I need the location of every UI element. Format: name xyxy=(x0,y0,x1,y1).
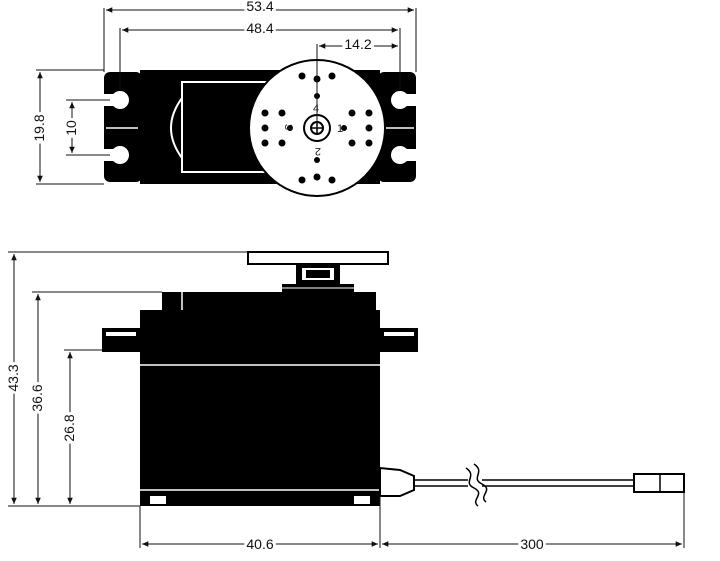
servo-cable xyxy=(379,463,685,507)
dim-label-backing xyxy=(31,112,47,144)
servo-connector xyxy=(633,473,685,493)
dim-label-backing xyxy=(63,118,79,138)
dim-label-backing xyxy=(5,362,21,394)
side-body xyxy=(140,310,380,506)
horn-arm-label-3: 3 xyxy=(282,124,294,130)
horn-arm-label-2: 2 xyxy=(315,145,321,157)
dim-hole-pitch-label: 10 xyxy=(63,120,79,136)
side-horn-plate xyxy=(247,251,389,265)
top-view: 1 2 3 4 53.4 48.4 14.2 xyxy=(31,0,417,197)
dim-flange-height-label: 26.8 xyxy=(61,414,77,441)
dim-cable-length-label: 300 xyxy=(520,536,544,552)
right-mount-holes xyxy=(382,91,416,164)
horn-arm-label-4: 4 xyxy=(313,103,319,115)
dim-total-height-label: 43.3 xyxy=(5,364,21,391)
dim-case-width-label: 40.6 xyxy=(246,536,273,552)
dim-label-backing xyxy=(61,412,77,444)
side-view: 43.3 36.6 26.8 40.6 300 xyxy=(5,251,685,552)
side-left-flange xyxy=(102,328,140,352)
dim-label-backing xyxy=(342,36,374,52)
dim-label-backing xyxy=(244,20,276,36)
dim-label-backing xyxy=(29,382,45,414)
dim-label-backing xyxy=(244,536,276,552)
dim-case-height-label: 36.6 xyxy=(29,384,45,411)
left-mount-holes xyxy=(104,91,138,164)
dim-hole-spacing-label: 48.4 xyxy=(246,20,273,36)
top-view-left-tab xyxy=(104,72,142,182)
dim-shaft-offset-label: 14.2 xyxy=(344,36,371,52)
dim-top-height-label: 19.8 xyxy=(31,114,47,141)
dim-overall-width-label: 53.4 xyxy=(246,0,273,14)
horn-arm-label-1: 1 xyxy=(337,123,343,135)
dim-label-backing xyxy=(518,536,546,552)
side-top-cover xyxy=(162,292,376,310)
dim-label-backing xyxy=(244,0,276,14)
side-right-flange xyxy=(380,328,418,352)
